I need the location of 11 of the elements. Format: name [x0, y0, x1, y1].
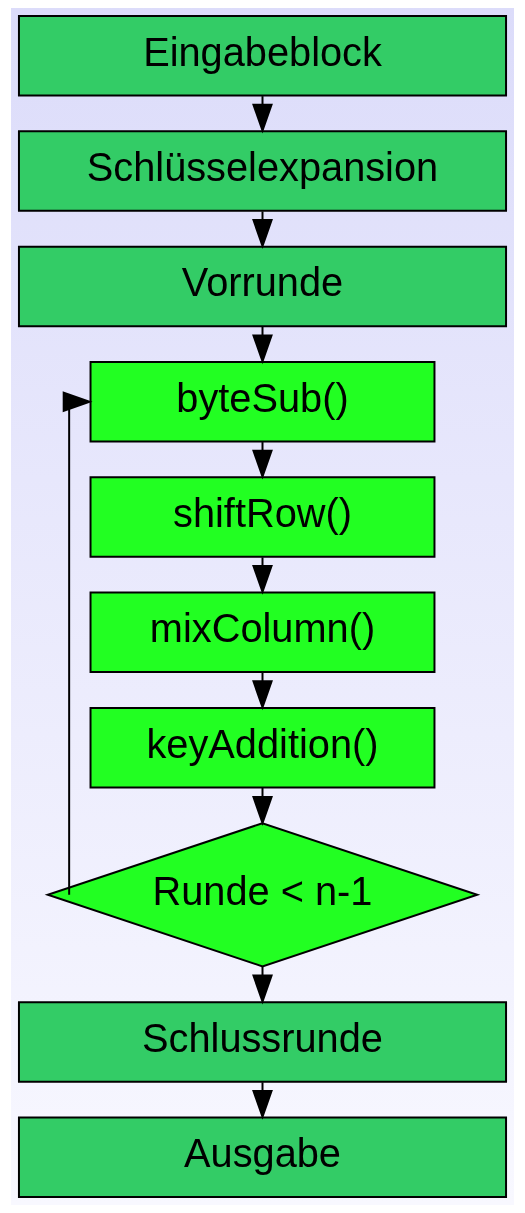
node-box: Schlussrunde	[17, 1001, 508, 1083]
node-box: Eingabeblock	[17, 15, 508, 97]
node-box: mixColumn()	[89, 591, 436, 674]
node-box: Vorrunde	[17, 245, 508, 328]
arrow	[62, 391, 93, 896]
node-box: Schlüsselexpansion	[17, 130, 508, 212]
node-box: keyAddition()	[89, 706, 436, 789]
node-diamond: Runde < n-1	[44, 822, 481, 968]
node-box: byteSub()	[89, 360, 436, 443]
node-box: shiftRow()	[89, 476, 436, 558]
node-box: Ausgabe	[17, 1116, 508, 1198]
